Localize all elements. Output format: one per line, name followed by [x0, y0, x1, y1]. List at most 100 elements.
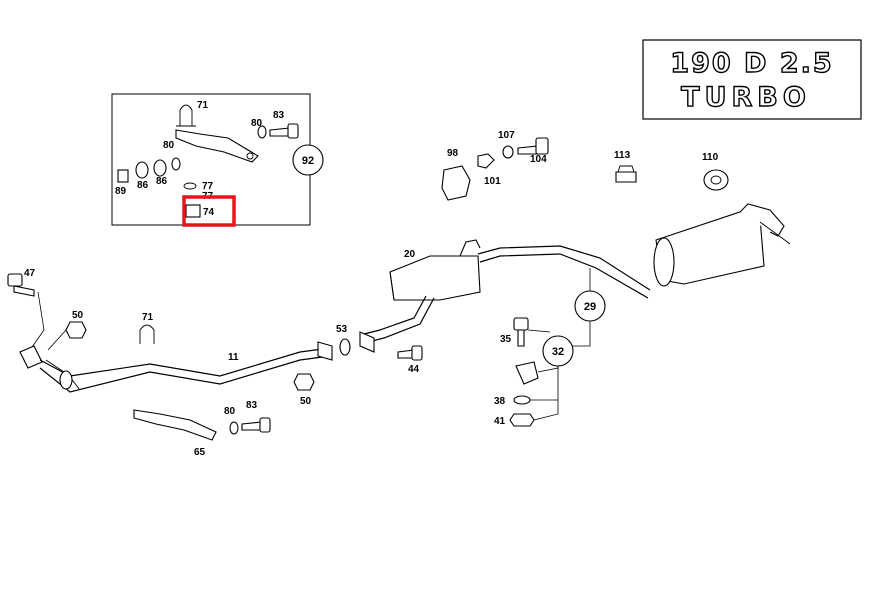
leader-47 — [29, 291, 45, 351]
rear-silencer-assembly: 29 — [572, 203, 791, 347]
leader-29-32 — [572, 321, 591, 347]
rubber-86-b-icon — [153, 159, 167, 177]
buffer-113-top — [617, 165, 635, 173]
u-bolt-icon — [179, 104, 193, 126]
silencer-hanger — [459, 239, 481, 257]
tailpipe-bracket — [739, 203, 785, 237]
label-71: 71 — [142, 312, 154, 323]
rear-pipe-upper — [477, 245, 651, 291]
bracket-hole — [246, 152, 254, 160]
label-29: 29 — [584, 301, 596, 313]
u-bolt-71-icon — [139, 324, 155, 344]
front-pipe-assembly: 47 50 11 71 53 50 80 83 65 — [7, 268, 351, 458]
label-47: 47 — [24, 268, 36, 279]
label-86-a: 86 — [137, 180, 149, 191]
highlight-box-74 — [182, 195, 236, 227]
clamp-parts: 35 32 38 41 — [494, 317, 574, 427]
bolt-83-head-icon — [259, 417, 271, 433]
emblem-line-2: TURBO — [681, 82, 811, 113]
bolt-47-shank — [13, 285, 35, 297]
label-107: 107 — [498, 130, 515, 141]
label-65: 65 — [194, 447, 206, 458]
nut-50-icon — [65, 321, 87, 339]
rear-flange-11 — [317, 341, 333, 361]
label-41: 41 — [494, 416, 506, 427]
middle-silencer-assembly: 20 44 — [359, 239, 651, 375]
ring-110-inner — [710, 175, 722, 185]
nut-50b-icon — [293, 373, 315, 391]
label-80-inset-a: 80 — [251, 118, 263, 129]
clip-101-icon — [477, 153, 495, 169]
flange-44 — [359, 331, 375, 353]
rubber-parts: 113 110 — [614, 150, 729, 191]
label-74: 74 — [203, 207, 215, 218]
pipe-joint — [59, 370, 73, 390]
label-80: 80 — [224, 406, 236, 417]
silencer-edge — [389, 271, 395, 301]
hanger-parts: 98 101 107 104 — [441, 130, 549, 201]
clip-74-icon — [185, 204, 201, 218]
gasket-53-icon — [339, 338, 351, 356]
leader-32-stack — [530, 366, 559, 421]
washer-38-icon — [513, 395, 531, 405]
rear-silencer-endcap — [653, 237, 675, 287]
ring-110-icon — [703, 169, 729, 191]
bolt-shank — [269, 127, 291, 137]
label-35: 35 — [500, 334, 512, 345]
mounting-detail-inset: 71 80 83 80 89 86 86 77 77 92 74 — [111, 93, 324, 227]
label-98: 98 — [447, 148, 459, 159]
label-92: 92 — [302, 155, 314, 167]
label-20: 20 — [404, 249, 416, 260]
label-110: 110 — [702, 152, 719, 163]
bolt-104-shank — [517, 145, 539, 155]
buffer-113-icon — [615, 171, 637, 183]
label-71-inset: 71 — [197, 100, 209, 111]
bolt-head-icon — [287, 123, 299, 139]
callout-92 — [292, 144, 324, 176]
bracket-65 — [133, 409, 217, 441]
label-86-b: 86 — [156, 176, 168, 187]
label-53: 53 — [336, 324, 348, 335]
bolt-104-head-icon — [535, 137, 549, 155]
label-44: 44 — [408, 364, 420, 375]
nut-41-icon — [509, 413, 535, 427]
label-50-b: 50 — [300, 396, 312, 407]
label-80-inset-b: 80 — [163, 140, 175, 151]
label-104: 104 — [530, 154, 547, 165]
nut-89-icon — [117, 169, 129, 183]
middle-silencer-20 — [389, 255, 481, 301]
front-flange — [19, 345, 43, 369]
pipe-11-upper — [39, 347, 331, 377]
rubber-86-a-icon — [135, 161, 149, 179]
ring-77-icon — [183, 182, 197, 190]
label-32: 32 — [552, 346, 564, 358]
tailpipe — [759, 221, 791, 245]
bolt-47-head-icon — [7, 273, 23, 287]
bolt-83-shank — [241, 421, 263, 431]
clamp-32-icon — [515, 361, 539, 385]
leader-35 — [527, 329, 551, 333]
emblem-frame — [642, 39, 862, 120]
inset-bracket — [175, 129, 259, 163]
label-38: 38 — [494, 396, 506, 407]
label-77: 77 — [202, 181, 214, 192]
bolt-35-shank — [517, 329, 525, 347]
inset-frame — [111, 93, 311, 226]
emblem-line-1: 190 D 2.5 — [670, 48, 833, 79]
washer-80-icon — [171, 157, 181, 171]
model-emblem: 190 D 2.5 TURBO — [642, 39, 862, 120]
silencer-inlet-pipe-a — [363, 295, 427, 335]
label-89: 89 — [115, 186, 127, 197]
rear-pipe-lower — [479, 253, 649, 299]
label-101: 101 — [484, 176, 501, 187]
label-11: 11 — [228, 352, 239, 363]
silencer-inlet-pipe-b — [367, 297, 435, 343]
label-113: 113 — [614, 150, 631, 161]
washer-80-icon — [229, 421, 239, 435]
label-83: 83 — [246, 400, 258, 411]
bolt-44-head-icon — [411, 345, 423, 361]
bolt-35-head-icon — [513, 317, 529, 331]
rubber-mount-98-icon — [441, 165, 471, 201]
label-83-inset: 83 — [273, 110, 285, 121]
